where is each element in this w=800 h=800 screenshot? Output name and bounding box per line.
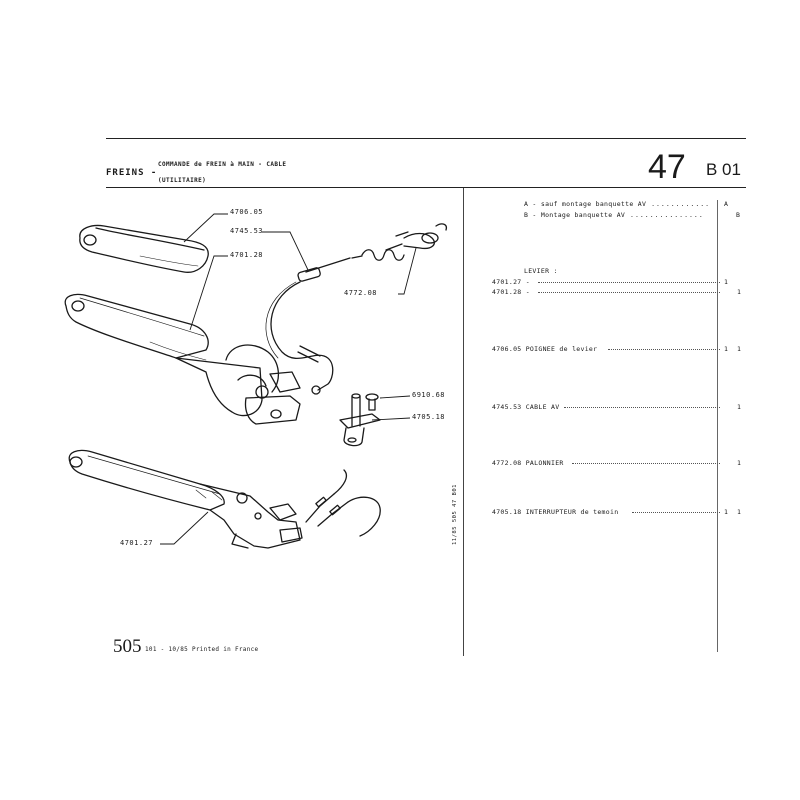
switch-part bbox=[339, 393, 381, 447]
part-row: 4745.53 CABLE AV 1 bbox=[492, 403, 742, 411]
callout-label: 4705.18 bbox=[412, 413, 446, 421]
top-rule bbox=[106, 138, 746, 139]
section-title: FREINS - bbox=[106, 168, 158, 178]
cable-ends-part bbox=[305, 469, 381, 537]
callout-label: 4745.53 bbox=[230, 227, 264, 235]
part-row: 4772.08 PALONNIER 1 bbox=[492, 459, 742, 467]
column-divider bbox=[463, 188, 464, 656]
cable-part bbox=[265, 255, 363, 395]
screw-part bbox=[365, 393, 379, 411]
reference-code: 11/85 505 47 B01 bbox=[452, 484, 458, 545]
variant-a: A - sauf montage banquette AV ..........… bbox=[524, 200, 711, 208]
page-title: COMMANDE de FREIN à MAIN - CABLE bbox=[158, 161, 287, 168]
part-row: 4701.28 - 1 bbox=[492, 288, 742, 296]
callout-label: 4706.05 bbox=[230, 208, 264, 216]
part-row: 4705.18 INTERRUPTEUR de temoin 1 1 bbox=[492, 508, 742, 516]
assembled-lever-part bbox=[68, 449, 303, 549]
catalogue-number: 505 bbox=[113, 636, 142, 657]
callout-label: 6910.68 bbox=[412, 391, 446, 399]
page-subtitle: (UTILITAIRE) bbox=[158, 177, 207, 184]
part-row: 4701.27 - 1 bbox=[492, 278, 729, 286]
header-rule bbox=[106, 187, 746, 188]
print-note: 101 - 10/85 Printed in France bbox=[145, 646, 259, 653]
leader-line bbox=[371, 417, 411, 421]
callout-label: 4772.08 bbox=[344, 289, 378, 297]
compensator-part bbox=[361, 223, 448, 261]
leader-line bbox=[262, 231, 309, 271]
part-row: 4706.05 POIGNEE de levier 1 1 bbox=[492, 345, 742, 353]
page-code: B 01 bbox=[706, 160, 741, 179]
callout-label: 4701.28 bbox=[230, 251, 264, 259]
callout-label: 4701.27 bbox=[120, 539, 154, 547]
lever-part bbox=[64, 293, 301, 425]
leader-line bbox=[183, 213, 228, 243]
variant-b: B - Montage banquette AV ............... bbox=[524, 211, 704, 219]
leader-line bbox=[189, 255, 228, 331]
leader-line bbox=[160, 511, 209, 545]
variant-b-code: B bbox=[736, 211, 741, 219]
group-title: LEVIER : bbox=[524, 267, 558, 275]
leader-line bbox=[398, 247, 417, 295]
page-number: 47 bbox=[648, 148, 686, 186]
handle-grip-part bbox=[79, 224, 209, 273]
variant-a-code: A bbox=[724, 200, 729, 208]
quantity-divider bbox=[717, 200, 718, 652]
leader-line bbox=[379, 395, 411, 399]
